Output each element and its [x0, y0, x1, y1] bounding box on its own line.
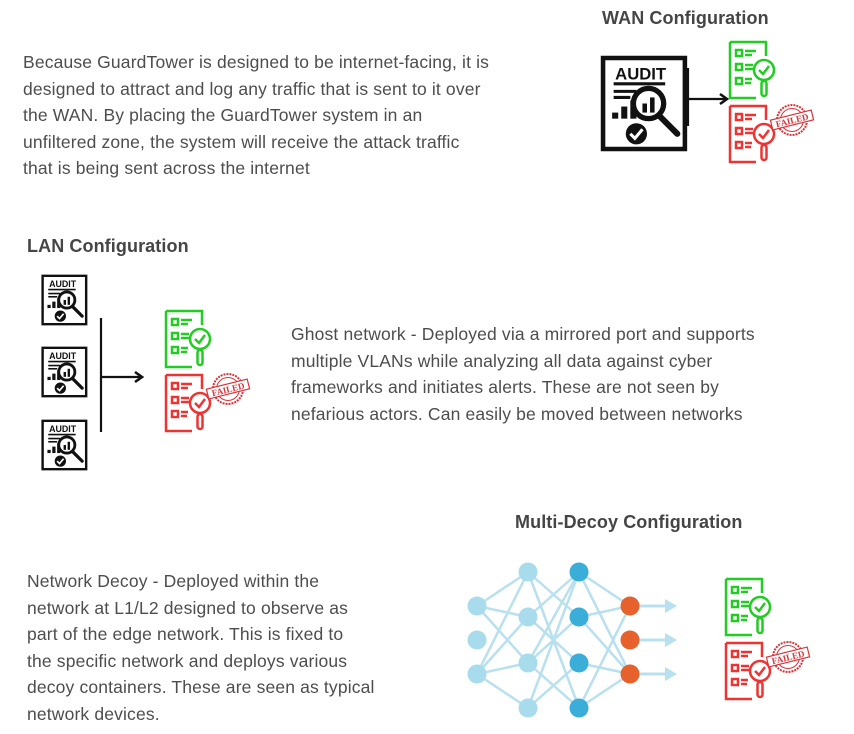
hidden1-node	[518, 562, 538, 582]
input-node	[467, 596, 487, 616]
network-edge	[476, 672, 529, 710]
network-edge	[527, 662, 580, 709]
wan-audit-icon: AUDIT	[600, 55, 694, 152]
network-edge	[578, 616, 631, 675]
audit-document: AUDIT	[41, 346, 88, 398]
wan-pass-checklist-icon	[726, 40, 788, 102]
svg-text:AUDIT: AUDIT	[49, 351, 77, 361]
wan-connector	[686, 68, 732, 128]
svg-text:AUDIT: AUDIT	[49, 424, 77, 434]
multi-line: the specific network and deploys various	[27, 650, 348, 671]
wan-line: the WAN. By placing the GuardTower syste…	[23, 105, 423, 125]
output-node	[620, 630, 640, 650]
output-node	[620, 664, 640, 684]
output-node	[620, 596, 640, 616]
hidden2-node	[569, 698, 589, 718]
arrow-head-icon	[665, 667, 677, 681]
audit-document: AUDIT	[41, 274, 88, 326]
wan-line: Because GuardTower is designed to be int…	[23, 52, 490, 72]
multi-pass-checklist-icon	[722, 577, 784, 639]
multi-fail-checklist-icon: FAILED	[722, 641, 812, 701]
lan-line: multiple VLANs while analyzing all data …	[291, 350, 713, 371]
lan-connector	[99, 318, 149, 438]
lan-audit-icon-1: AUDIT	[41, 271, 91, 329]
multi-line: network devices.	[27, 703, 160, 724]
network-edge	[526, 571, 581, 664]
hidden1-node	[518, 653, 538, 673]
wan-description: Because GuardTower is designed to be int…	[23, 49, 489, 182]
multi-line: network at L1/L2 designed to observe as	[27, 597, 349, 618]
arrow-head-icon	[665, 633, 677, 647]
multi-line: decoy containers. These are seen as typi…	[27, 677, 375, 697]
svg-text:AUDIT: AUDIT	[49, 279, 77, 289]
audit-document: AUDIT	[41, 419, 88, 471]
svg-text:AUDIT: AUDIT	[615, 64, 666, 83]
hidden2-node	[569, 562, 589, 582]
network-edge	[527, 571, 580, 618]
audit-document: AUDIT	[600, 55, 688, 152]
arrow-head-icon	[665, 599, 677, 613]
network-edge	[578, 570, 631, 608]
hidden1-node	[518, 607, 538, 627]
failed-stamp: FAILED	[769, 104, 815, 136]
neural-network-diagram	[455, 555, 685, 725]
wan-heading: WAN Configuration	[602, 8, 769, 28]
network-edge	[475, 571, 530, 675]
lan-heading: LAN Configuration	[27, 236, 189, 256]
hidden1-node	[518, 698, 538, 718]
failed-stamp: FAILED	[765, 641, 811, 673]
failed-stamp: FAILED	[205, 373, 251, 405]
multi-line: Network Decoy - Deployed within the	[27, 571, 320, 591]
lan-fail-checklist-icon: FAILED	[162, 373, 252, 433]
input-node	[467, 664, 487, 684]
lan-pass-checklist-icon	[162, 309, 224, 371]
lan-description: Ghost network - Deployed via a mirrored …	[291, 321, 755, 427]
wan-line: that is being sent across the internet	[23, 158, 310, 178]
input-node	[467, 630, 487, 650]
network-edge	[476, 616, 529, 675]
lan-line: nefarious actors. Can easily be moved be…	[291, 403, 743, 424]
lan-line: frameworks and initiates alerts. These a…	[291, 377, 719, 397]
network-edge	[476, 605, 529, 664]
wan-line: designed to attract and log any traffic …	[23, 78, 481, 99]
network-edge	[577, 571, 632, 675]
lan-audit-icon-2: AUDIT	[41, 343, 91, 401]
multi-decoy-heading: Multi-Decoy Configuration	[515, 512, 743, 532]
network-edge	[476, 570, 529, 608]
lan-line: Ghost network - Deployed via a mirrored …	[291, 324, 755, 344]
multi-line: part of the edge network. This is fixed …	[27, 624, 344, 644]
lan-audit-icon-3: AUDIT	[41, 416, 91, 474]
wan-fail-checklist-icon: FAILED	[726, 104, 816, 164]
multi-decoy-description: Network Decoy - Deployed within the netw…	[27, 568, 375, 727]
network-edge	[526, 571, 581, 709]
network-edge	[577, 605, 632, 709]
hidden2-node	[569, 653, 589, 673]
network-edge	[578, 672, 631, 710]
hidden2-node	[569, 607, 589, 627]
wan-line: unfiltered zone, the system will receive…	[23, 131, 460, 152]
